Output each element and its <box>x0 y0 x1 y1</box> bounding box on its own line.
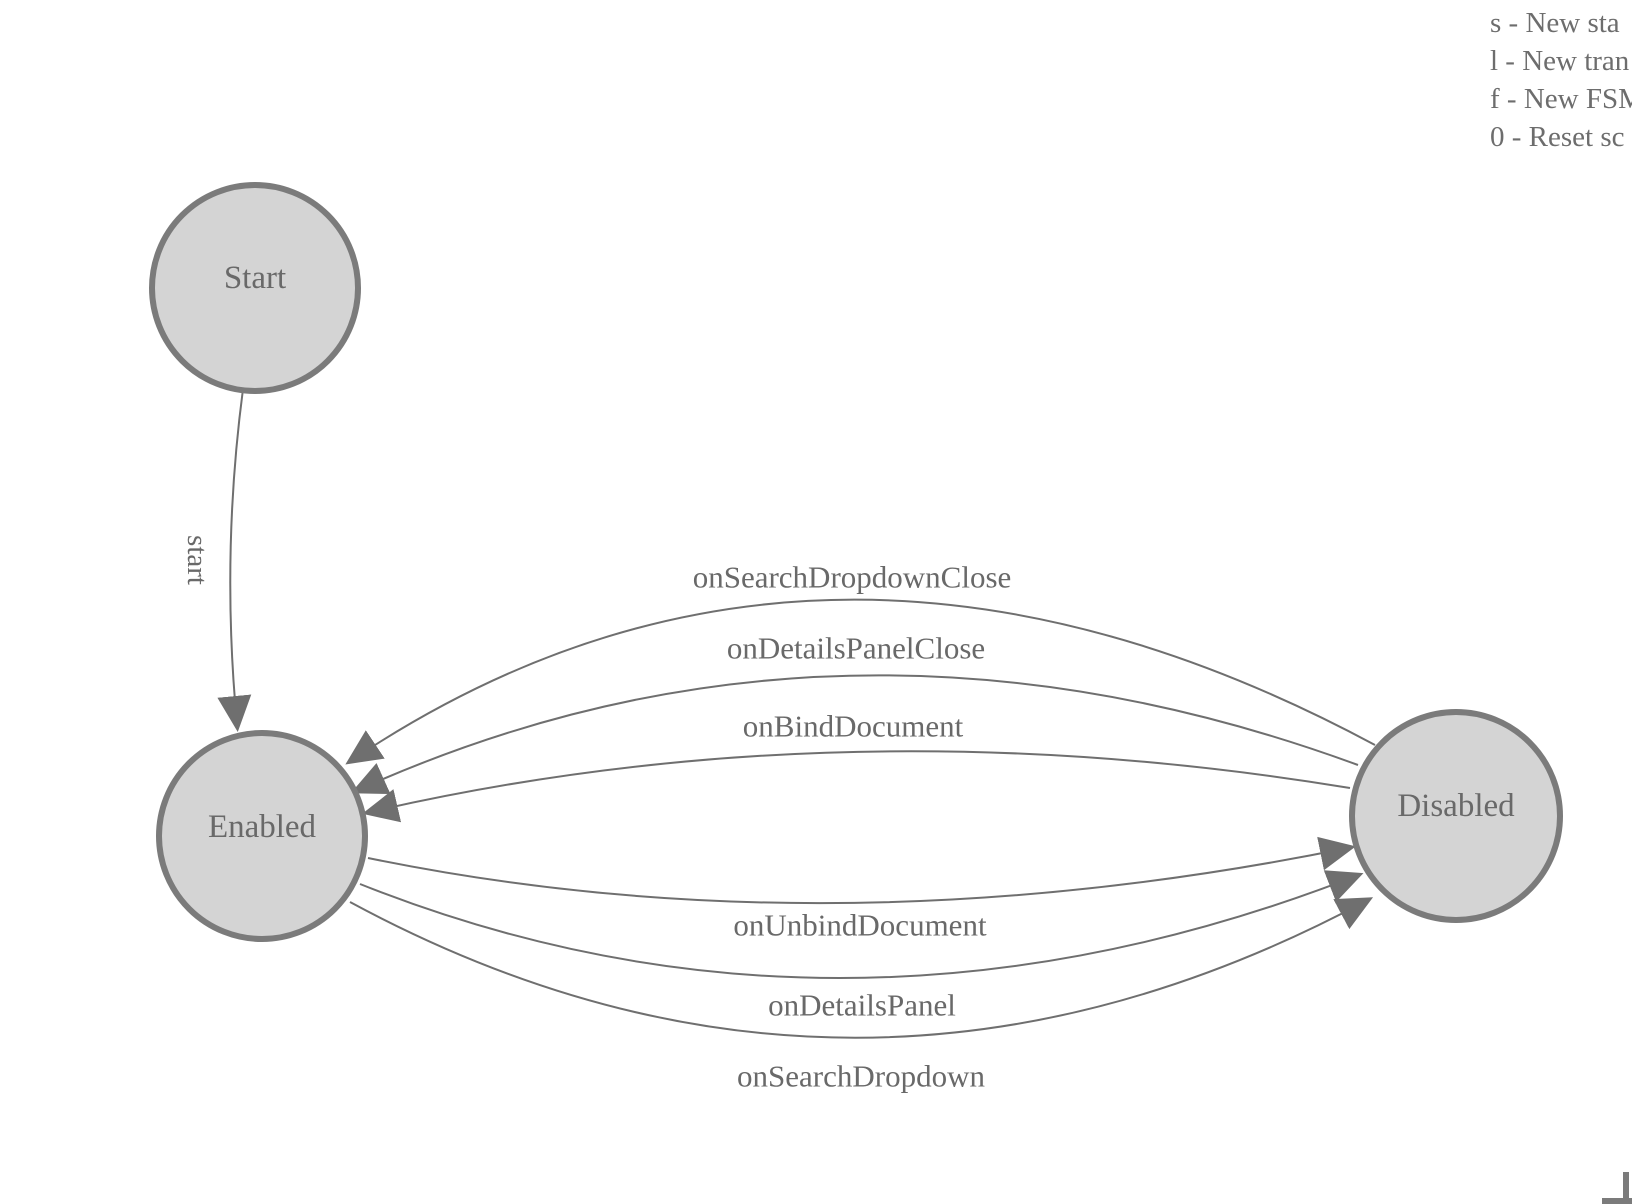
transition-edge-onDetailsPanelClose[interactable] <box>350 674 1359 795</box>
state-label-enabled: Enabled <box>208 809 317 845</box>
transition-edge-onSearchDropdownClose[interactable] <box>345 598 1376 765</box>
transition-label-onDetailsPanelClose: onDetailsPanelClose <box>727 631 985 666</box>
transition-edge-onDetailsPanel[interactable] <box>359 870 1364 980</box>
shortcut-legend: s - New sta l - New tran f - New FSM 0 -… <box>1490 4 1632 156</box>
transition-edge-onBindDocument[interactable] <box>362 750 1351 823</box>
transition-label-onUnbindDocument: onUnbindDocument <box>733 908 987 943</box>
transition-edges <box>217 388 1376 1039</box>
legend-line-new-fsm: f - New FSM <box>1490 83 1632 115</box>
state-label-disabled: Disabled <box>1397 788 1515 824</box>
state-node-disabled[interactable]: Disabled <box>1349 709 1563 923</box>
state-node-start[interactable]: Start <box>149 182 361 394</box>
canvas-corner-mark-vertical <box>1623 1172 1629 1200</box>
transition-label-start: start <box>181 535 213 585</box>
state-node-enabled[interactable]: Enabled <box>156 730 368 942</box>
transition-label-onDetailsPanel: onDetailsPanel <box>768 988 956 1023</box>
transition-label-onSearchDropdownClose: onSearchDropdownClose <box>693 560 1012 595</box>
transition-label-onSearchDropdown: onSearchDropdown <box>737 1059 985 1094</box>
state-circle-start[interactable] <box>149 182 361 394</box>
transition-edge-onSearchDropdown[interactable] <box>349 897 1374 1039</box>
transition-label-onBindDocument: onBindDocument <box>743 709 964 744</box>
transition-edge-onUnbindDocument[interactable] <box>367 836 1356 905</box>
state-label-start: Start <box>224 260 286 296</box>
canvas-corner-mark-horizontal <box>1602 1198 1632 1204</box>
legend-line-new-transition: l - New tran <box>1490 45 1630 77</box>
state-circle-disabled[interactable] <box>1349 709 1563 923</box>
state-circle-enabled[interactable] <box>156 730 368 942</box>
legend-line-new-state: s - New sta <box>1490 7 1620 39</box>
legend-line-reset: 0 - Reset sc <box>1490 121 1625 153</box>
transition-edge-start[interactable] <box>217 388 252 732</box>
